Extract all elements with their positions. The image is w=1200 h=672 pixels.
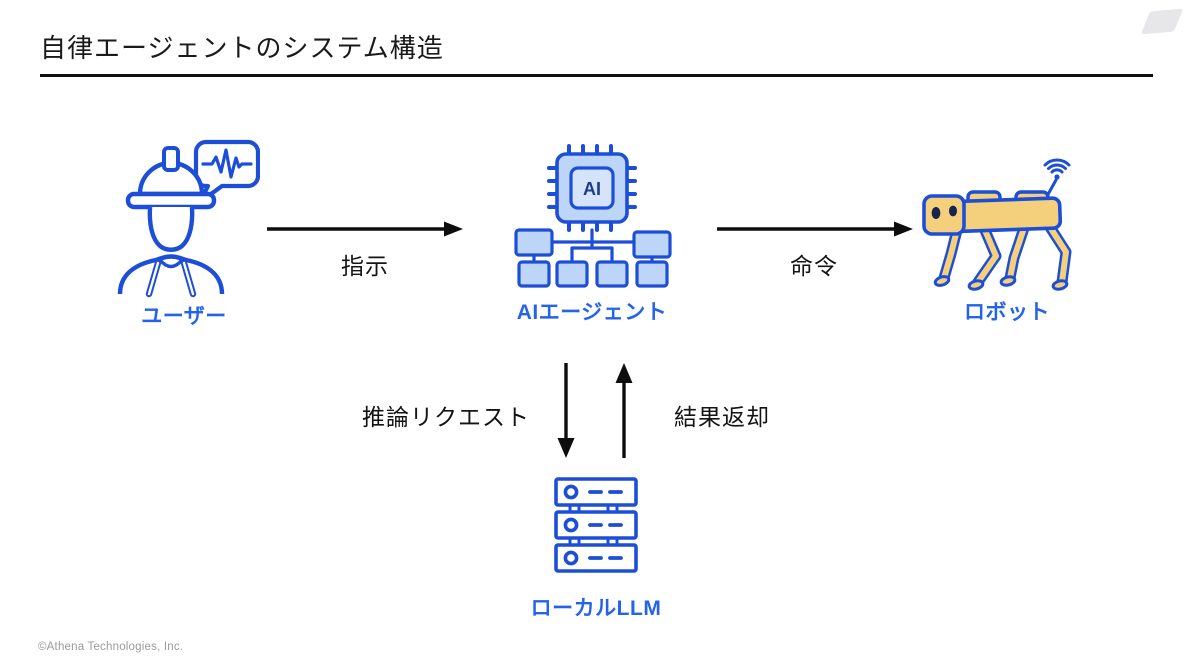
flow-arrow-agent-to-llm <box>557 363 575 458</box>
node-robot: ロボット <box>916 156 1098 326</box>
page-title: 自律エージェントのシステム構造 <box>40 33 444 63</box>
node-agent: AI AIエージェント <box>510 142 674 326</box>
flow-arrow-llm-to-agent <box>615 363 633 458</box>
node-user-label: ユーザー <box>141 305 227 328</box>
node-llm: ローカルLLM <box>523 476 669 622</box>
edge-label-command: 命令 <box>790 253 838 279</box>
wifi-icon <box>1043 158 1071 180</box>
construction-worker-icon <box>117 139 260 298</box>
node-agent-label: AIエージェント <box>516 301 668 324</box>
node-user: ユーザー <box>106 136 262 330</box>
flow-arrow-agent-to-robot <box>717 221 913 237</box>
node-llm-label: ローカルLLM <box>530 597 662 620</box>
edge-label-instruction: 指示 <box>341 253 389 279</box>
edge-label-inference-request: 推論リクエスト <box>362 404 530 430</box>
robot-dog-icon <box>922 158 1072 291</box>
server-stack-icon <box>554 477 638 573</box>
footer-copyright: ©Athena Technologies, Inc. <box>38 641 184 653</box>
brand-logo-icon <box>1140 8 1184 35</box>
node-robot-label: ロボット <box>964 301 1050 324</box>
title-underline <box>40 74 1153 77</box>
edge-label-result-return: 結果返却 <box>674 404 770 430</box>
chip-ai-text: AI <box>583 179 601 199</box>
ai-chip-network-icon: AI <box>514 144 672 288</box>
flow-arrow-user-to-agent <box>267 221 463 237</box>
